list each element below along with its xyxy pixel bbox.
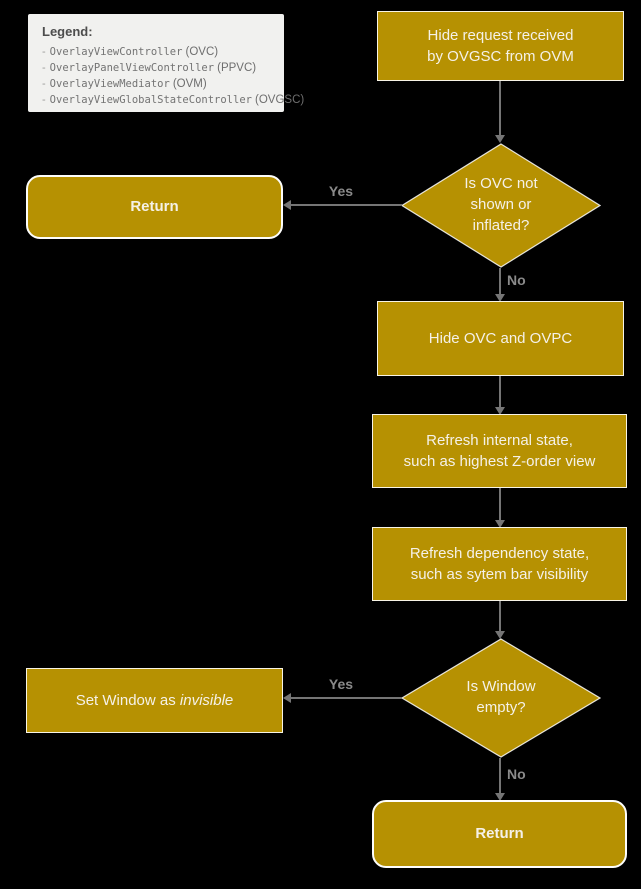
legend-abbr-ovgsc: (OVGSC)	[255, 94, 305, 106]
node-refresh-internal-state-label: Refresh internal state, such as highest …	[403, 431, 596, 470]
legend-item-ovgsc: -OverlayViewGlobalStateController (OVGSC…	[42, 92, 304, 108]
legend-bullet: -	[42, 78, 46, 90]
node-hide-ovc-ovpc: Hide OVC and OVPC	[377, 301, 624, 376]
arrowhead-left-icon	[283, 200, 291, 210]
arrowhead-down-icon	[495, 520, 505, 528]
diamond-shape	[401, 638, 601, 758]
arrowhead-down-icon	[495, 793, 505, 801]
legend-panel: Legend: -OverlayViewController (OVC) -Ov…	[28, 14, 304, 112]
node-decision-ovc-label: Is OVC not shown or inflated?	[464, 175, 538, 234]
edge-refresh-dependency-to-decision-window	[499, 601, 501, 631]
arrowhead-down-icon	[495, 407, 505, 415]
set-window-label-prefix: Set Window as	[75, 691, 180, 709]
node-start-label: Hide request received by OVGSC from OVM	[427, 26, 574, 65]
edge-decision-window-no	[499, 758, 501, 793]
legend-abbr-ppvc: (PPVC)	[217, 62, 257, 74]
node-refresh-dependency-state-label: Refresh dependency state, such as sytem …	[409, 544, 590, 583]
edge-label-no1: No	[507, 272, 526, 288]
node-decision-ovc: Is OVC not shown or inflated?	[401, 143, 601, 268]
node-return-top: Return	[26, 175, 283, 239]
legend-bullet: -	[42, 62, 46, 74]
legend-code-ovgsc: OverlayViewGlobalStateController	[49, 94, 252, 106]
legend-bullet: -	[42, 94, 46, 106]
arrowhead-left-icon	[283, 693, 291, 703]
edge-start-to-decision-ovc	[499, 81, 501, 135]
node-refresh-dependency-state: Refresh dependency state, such as sytem …	[372, 527, 627, 601]
node-refresh-internal-state: Refresh internal state, such as highest …	[372, 414, 627, 488]
edge-decision-window-yes	[290, 697, 402, 699]
node-start-hide-request: Hide request received by OVGSC from OVM	[377, 11, 624, 81]
node-decision-window-label: Is Window empty?	[466, 678, 536, 716]
node-decision-window: Is Window empty?	[401, 638, 601, 758]
edge-decision-ovc-yes	[290, 204, 402, 206]
arrowhead-down-icon	[495, 631, 505, 639]
arrowhead-down-icon	[495, 294, 505, 302]
node-return-bottom-label: Return	[475, 825, 524, 843]
legend-abbr-ovc: (OVC)	[185, 46, 219, 58]
edge-label-yes2: Yes	[328, 676, 354, 692]
edge-hide-to-refresh-internal	[499, 376, 501, 407]
legend-item-ppvc: -OverlayPanelViewController (PPVC)	[42, 60, 274, 76]
node-return-top-label: Return	[130, 198, 179, 216]
edge-refresh-internal-to-dependency	[499, 488, 501, 520]
edge-label-yes1: Yes	[328, 183, 354, 199]
legend-item-ovm: -OverlayViewMediator (OVM)	[42, 76, 274, 92]
legend-code-ovc: OverlayViewController	[49, 46, 183, 58]
node-hide-ovc-ovpc-label: Hide OVC and OVPC	[428, 329, 573, 347]
legend-item-ovc: -OverlayViewController (OVC)	[42, 44, 274, 60]
legend-title: Legend:	[42, 24, 93, 39]
diamond-shape	[401, 143, 601, 268]
node-set-window-invisible-label: Set Window as invisible	[76, 690, 234, 711]
edge-decision-ovc-no	[499, 268, 501, 294]
legend-code-ppvc: OverlayPanelViewController	[49, 62, 215, 74]
legend-abbr-ovm: (OVM)	[172, 78, 207, 90]
node-set-window-invisible: Set Window as invisible	[26, 668, 283, 733]
arrowhead-down-icon	[495, 135, 505, 143]
edge-label-no2: No	[507, 766, 526, 782]
legend-bullet: -	[42, 46, 46, 58]
set-window-label-italic: invisible	[179, 691, 234, 709]
node-return-bottom: Return	[372, 800, 627, 868]
legend-code-ovm: OverlayViewMediator	[49, 78, 170, 90]
